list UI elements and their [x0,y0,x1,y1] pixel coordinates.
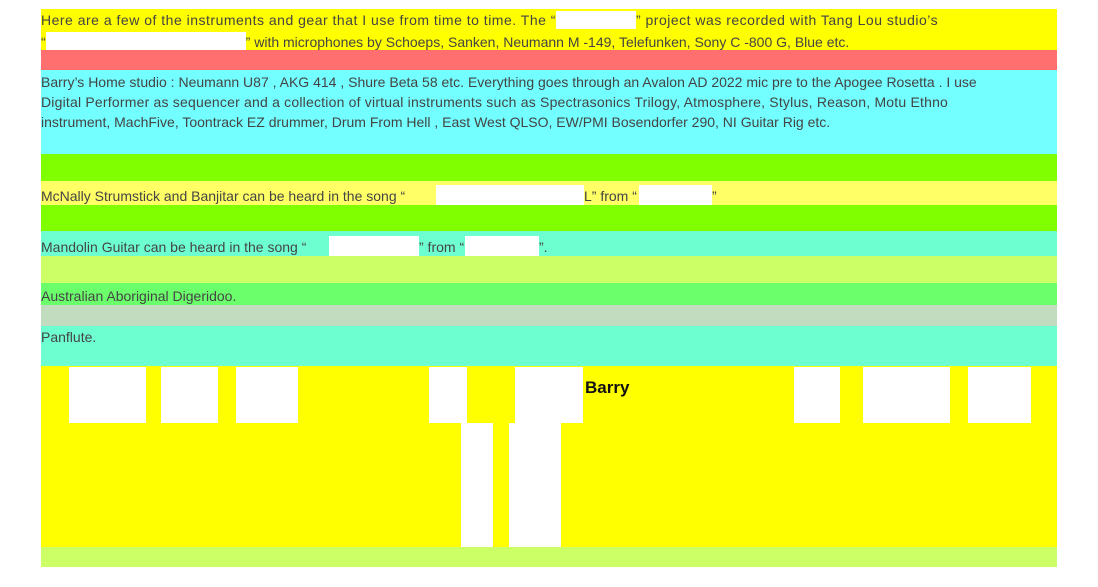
gallery-image-tall-2[interactable] [509,423,561,547]
gallery-image-4[interactable] [429,367,467,423]
intro-line2: “ ” with microphones by Schoeps, Sanken, … [41,32,1057,52]
didgeridoo-band [41,283,1057,305]
green-spacer-1 [41,154,1057,181]
intro-line2-prefix: “ [41,34,46,50]
mandolin-mid: ” from “ [419,239,465,255]
strumstick-suffix: ” [712,188,717,204]
intro-line1-prefix: Here are a few of the instruments and ge… [41,12,556,28]
gallery-image-6[interactable] [794,367,840,423]
gallery-image-7[interactable] [863,367,950,423]
intro-line1-suffix: ” project was recorded with Tang Lou stu… [635,12,939,28]
home-studio-line2: Digital Performer as sequencer and a col… [41,94,949,110]
gallery-image-2[interactable] [161,367,218,423]
lime-spacer-bottom [41,547,1057,567]
home-studio-band [41,70,1057,154]
home-studio-line1: Barry’s Home studio : Neumann U87 , AKG … [41,74,977,90]
strumstick-prefix: McNally Strumstick and Banjitar can be h… [41,188,406,204]
intro-line1: Here are a few of the instruments and ge… [41,10,1057,30]
grey-green-spacer [41,305,1057,326]
didgeridoo-text: Australian Aboriginal Digeridoo. [41,288,237,304]
panflute-text: Panflute. [41,329,97,345]
intro-line2-suffix: ” with microphones by Schoeps, Sanken, N… [245,34,850,50]
gallery-image-5[interactable] [515,367,583,423]
gallery-image-8[interactable] [968,367,1031,423]
strumstick-mid: L” from “ [584,188,637,204]
mandolin-suffix: ”. [539,239,548,255]
green-spacer-2 [41,205,1057,231]
salmon-divider [41,50,1057,70]
mandolin-band [41,231,1057,256]
gallery-image-1[interactable] [69,367,146,423]
gallery-image-3[interactable] [236,367,298,423]
home-studio-paragraph: Barry’s Home studio : Neumann U87 , AKG … [41,72,1057,132]
home-studio-line3: instrument, MachFive, Toontrack EZ drumm… [41,114,831,130]
panflute-band [41,326,1057,366]
redacted-project-title [555,11,636,29]
mandolin-prefix: Mandolin Guitar can be heard in the song… [41,239,307,255]
gallery-label-barry: Barry [585,378,630,397]
redacted-studio-name [45,32,246,52]
lime-spacer-1 [41,256,1057,283]
gallery-image-tall-1[interactable] [461,423,493,547]
